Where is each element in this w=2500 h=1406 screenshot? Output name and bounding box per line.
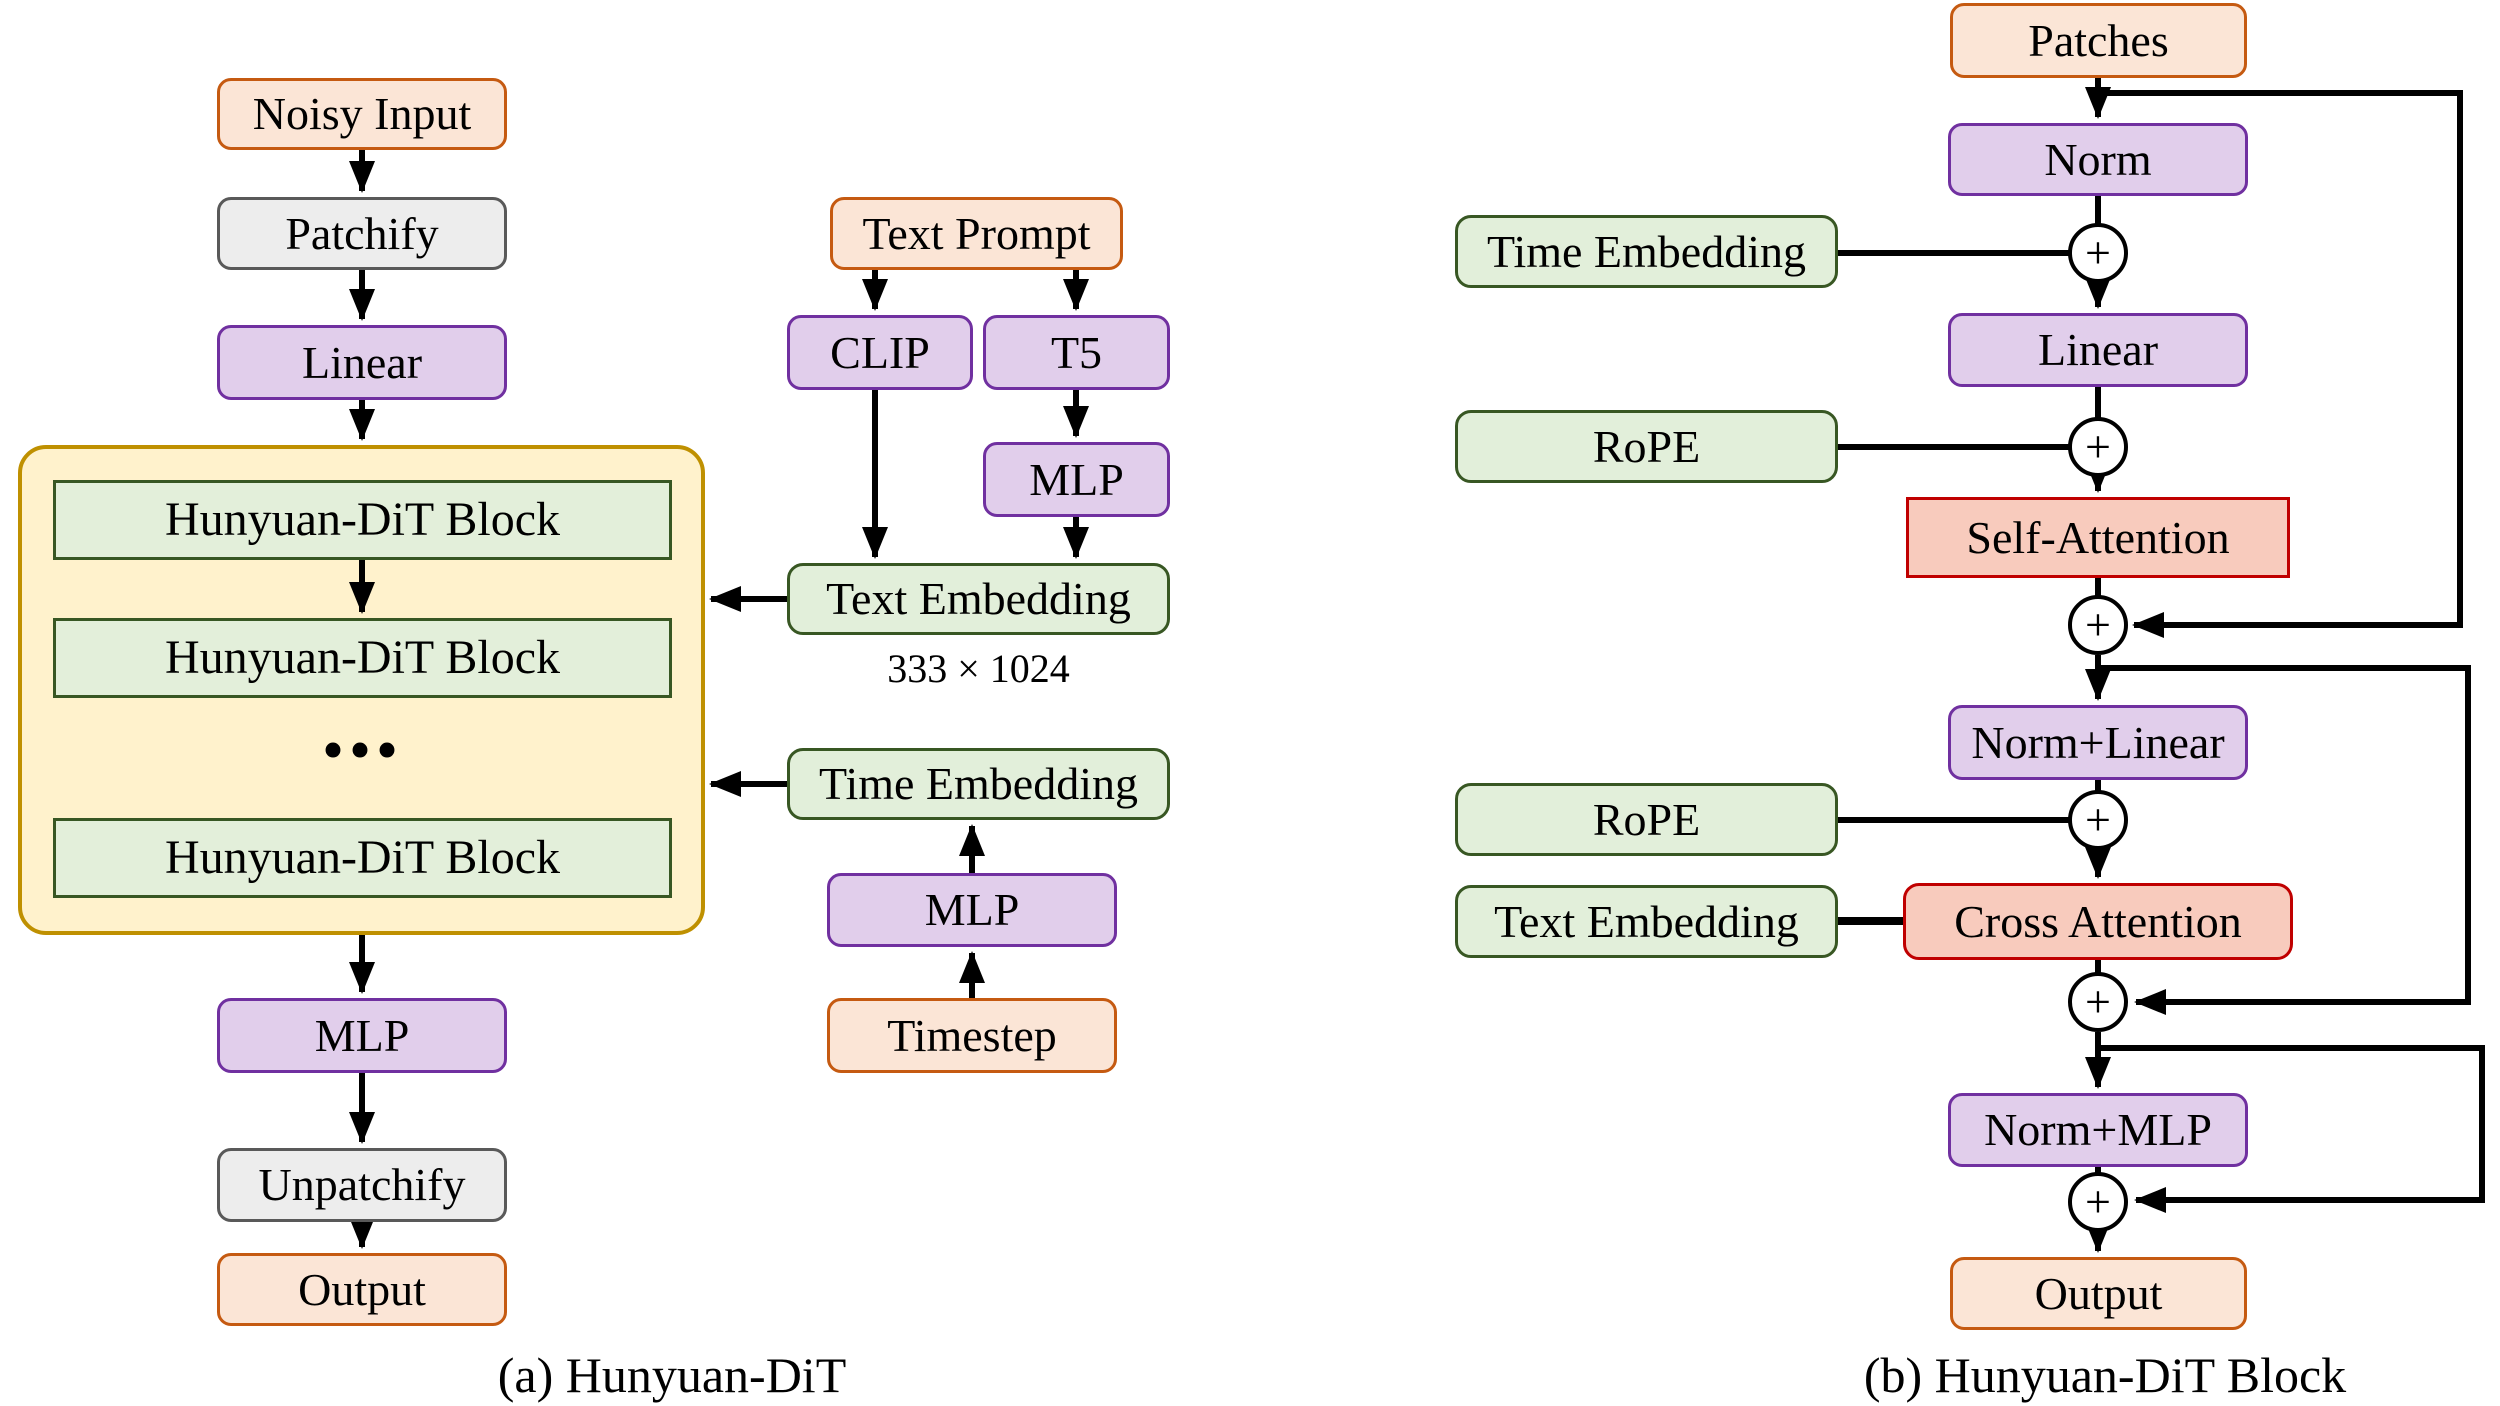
node-hunyuan-dit-block-1: Hunyuan-DiT Block [53, 480, 672, 560]
text-embedding-shape-label: 333 × 1024 [887, 646, 1070, 691]
add-junction-4: + [2068, 790, 2128, 850]
residual-3 [2098, 1045, 2485, 1213]
node-cross-attention: Cross Attention [1903, 883, 2293, 960]
node-time-embedding-b: Time Embedding [1455, 215, 1838, 288]
node-noisy-input: Noisy Input [217, 78, 507, 150]
node-text-prompt: Text Prompt [830, 197, 1123, 270]
node-output-b: Output [1950, 1257, 2247, 1330]
node-text-embedding-b: Text Embedding [1455, 885, 1838, 958]
add-junction-2: + [2068, 417, 2128, 477]
node-self-attention: Self-Attention [1906, 497, 2290, 578]
node-hunyuan-dit-block-2: Hunyuan-DiT Block [53, 618, 672, 698]
node-linear: Linear [217, 325, 507, 400]
node-linear-b: Linear [1948, 313, 2248, 387]
node-patches: Patches [1950, 3, 2247, 78]
node-text-embedding-a: Text Embedding [787, 563, 1170, 635]
node-norm-mlp: Norm+MLP [1948, 1093, 2248, 1167]
residual-2 [2098, 665, 2471, 1015]
caption-diagram-a: (a) Hunyuan-DiT [497, 1347, 847, 1403]
node-patchify: Patchify [217, 197, 507, 270]
node-norm-linear: Norm+Linear [1948, 705, 2248, 780]
add-junction-1: + [2068, 223, 2128, 283]
add-junction-5: + [2068, 972, 2128, 1032]
node-output-a: Output [217, 1253, 507, 1326]
node-t5: T5 [983, 315, 1170, 390]
node-mlp-text: MLP [983, 442, 1170, 517]
node-hunyuan-dit-block-3: Hunyuan-DiT Block [53, 818, 672, 898]
node-timestep: Timestep [827, 998, 1117, 1073]
node-clip: CLIP [787, 315, 973, 390]
add-junction-6: + [2068, 1172, 2128, 1232]
node-unpatchify: Unpatchify [217, 1148, 507, 1222]
residual-1 [2098, 90, 2463, 638]
add-junction-3: + [2068, 595, 2128, 655]
stack-ellipsis: ... [321, 674, 403, 776]
node-mlp-time: MLP [827, 873, 1117, 947]
node-norm: Norm [1948, 123, 2248, 196]
node-rope-2: RoPE [1455, 783, 1838, 856]
caption-diagram-b: (b) Hunyuan-DiT Block [1863, 1347, 2347, 1403]
node-mlp-head: MLP [217, 998, 507, 1073]
node-rope-1: RoPE [1455, 410, 1838, 483]
node-time-embedding-a: Time Embedding [787, 748, 1170, 820]
